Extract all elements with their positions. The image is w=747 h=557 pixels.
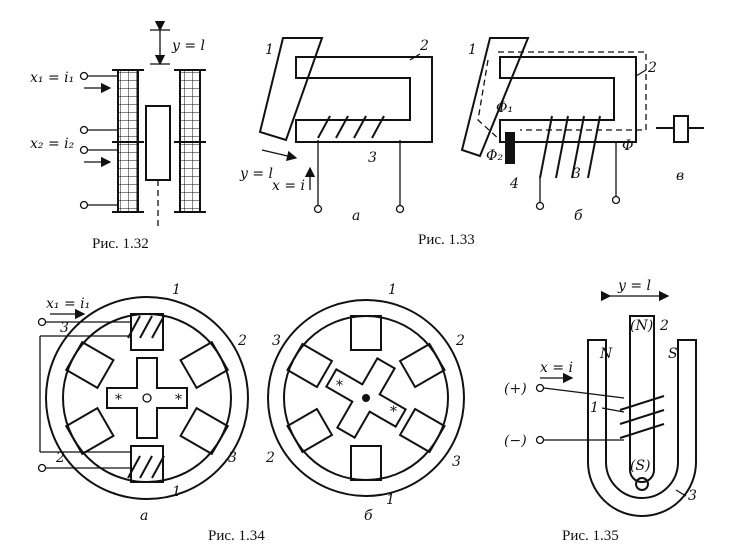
figure-1-35: y = l N S (N) (S) 2 1 x = i (+) (−) 3 xyxy=(504,278,697,517)
fig134b-n2: 2 xyxy=(455,333,465,349)
fig135-n3: 3 xyxy=(688,488,697,504)
fig134b-poles: * * xyxy=(286,315,446,481)
fig132-caption: Рис. 1.32 xyxy=(92,236,149,252)
fig135-x-label: x = i xyxy=(540,360,573,376)
fig133b-sub: б xyxy=(574,208,583,224)
fig135-caption: Рис. 1.35 xyxy=(562,528,619,544)
fig134a-poles: * * xyxy=(64,313,230,483)
fig133a-num-3: 3 xyxy=(368,150,377,166)
fig134a-x1-label: x₁ = i₁ xyxy=(46,296,90,312)
fig133b-num-2: 2 xyxy=(647,60,657,76)
fig134b-n2-bottom: 2 xyxy=(265,450,275,466)
fig132-plunger xyxy=(145,105,171,181)
fig135-S-right: S xyxy=(668,346,678,362)
fig134b-stator-outer xyxy=(267,299,465,497)
fig133b-phi1: Φ₁ xyxy=(496,100,513,116)
fig133b-core xyxy=(499,56,637,143)
fig134b-n1-bottom: 1 xyxy=(386,492,395,508)
fig132-x1-label: x₁ = i₁ xyxy=(30,70,74,86)
fig134b-n3: 3 xyxy=(272,333,281,349)
svg-text:*: * xyxy=(336,378,343,394)
fig132-y-label: y = l xyxy=(171,38,205,54)
fig133-caption: Рис. 1.33 xyxy=(418,232,475,248)
fig135-n1: 1 xyxy=(590,400,599,416)
fig135-armature xyxy=(629,315,655,483)
fig133b-num-4: 4 xyxy=(509,176,519,192)
figure-1-33-a: 1 2 3 x = i y = l a xyxy=(239,37,433,224)
fig133b-phi2: Φ₂ xyxy=(486,148,503,164)
fig134b-n1-top: 1 xyxy=(388,282,397,298)
figure-1-33-b: 1 2 4 Φ₁ Φ₂ Φ 3 б xyxy=(460,37,657,224)
fig134a-sub: a xyxy=(140,508,148,524)
fig134-caption: Рис. 1.34 xyxy=(208,528,265,544)
fig133a-x-label: x = i xyxy=(272,178,305,194)
fig134a-n2: 2 xyxy=(237,333,247,349)
svg-text:*: * xyxy=(390,404,397,420)
fig134a-n3: 3 xyxy=(228,450,237,466)
fig133b-coil xyxy=(539,115,601,179)
figure-1-32: y = l x₁ = i₁ x₂ = i₂ Рис. 1.32 xyxy=(30,20,206,252)
fig133a-y-label: y = l xyxy=(239,166,273,182)
fig134a-stator-outer xyxy=(45,296,249,500)
fig133b-armature xyxy=(460,37,530,158)
fig135-S-center: (S) xyxy=(630,458,651,474)
fig133b-phi: Φ xyxy=(622,138,633,154)
fig133a-num-2: 2 xyxy=(419,38,429,54)
fig134b-rotor xyxy=(324,356,408,440)
fig132-x2-label: x₂ = i₂ xyxy=(30,136,75,152)
svg-text:*: * xyxy=(115,392,122,408)
fig133b-num-1: 1 xyxy=(468,42,477,58)
fig133v-sub: в xyxy=(676,168,684,184)
figure-1-33-v: в xyxy=(656,115,704,184)
fig133b-flux-1 xyxy=(477,59,501,141)
fig135-N-left: N xyxy=(599,346,613,362)
figure-1-34-a: * * x₁ = i₁ 1 2 3 3 2 1 a xyxy=(37,282,249,524)
fig133b-num-3: 3 xyxy=(572,166,581,182)
fig134a-coil-top xyxy=(127,315,165,339)
fig133a-num-1: 1 xyxy=(265,42,274,58)
fig134b-sub: б xyxy=(364,508,373,524)
fig135-n2: 2 xyxy=(659,318,669,334)
figure-1-34-b: * * 1 2 3 2 3 1 б xyxy=(265,282,465,524)
fig135-N-center: (N) xyxy=(630,318,653,334)
fig135-minus: (−) xyxy=(504,433,527,449)
fig134b-n3-bottom: 3 xyxy=(452,454,461,470)
fig134a-n3-left: 3 xyxy=(60,320,69,336)
fig133b-flux-main xyxy=(498,51,647,131)
fig133b-shading-ring xyxy=(505,132,515,164)
fig134a-coil-bottom xyxy=(127,455,165,479)
svg-text:*: * xyxy=(175,392,182,408)
fig135-y-label: y = l xyxy=(617,278,651,294)
fig133a-armature xyxy=(258,37,324,142)
fig133a-coil xyxy=(317,115,385,139)
fig135-plus: (+) xyxy=(504,381,527,397)
fig134a-rotor xyxy=(106,357,188,439)
fig135-coil xyxy=(619,395,665,439)
fig134a-n1-top: 1 xyxy=(172,282,181,298)
fig134a-stator-inner xyxy=(62,313,232,483)
fig135-u-magnet xyxy=(587,339,697,517)
fig133a-sub: a xyxy=(352,208,360,224)
fig134a-n1-bottom: 1 xyxy=(172,484,181,500)
fig134a-n2-bottom: 2 xyxy=(55,450,65,466)
fig133a-core xyxy=(295,56,433,143)
